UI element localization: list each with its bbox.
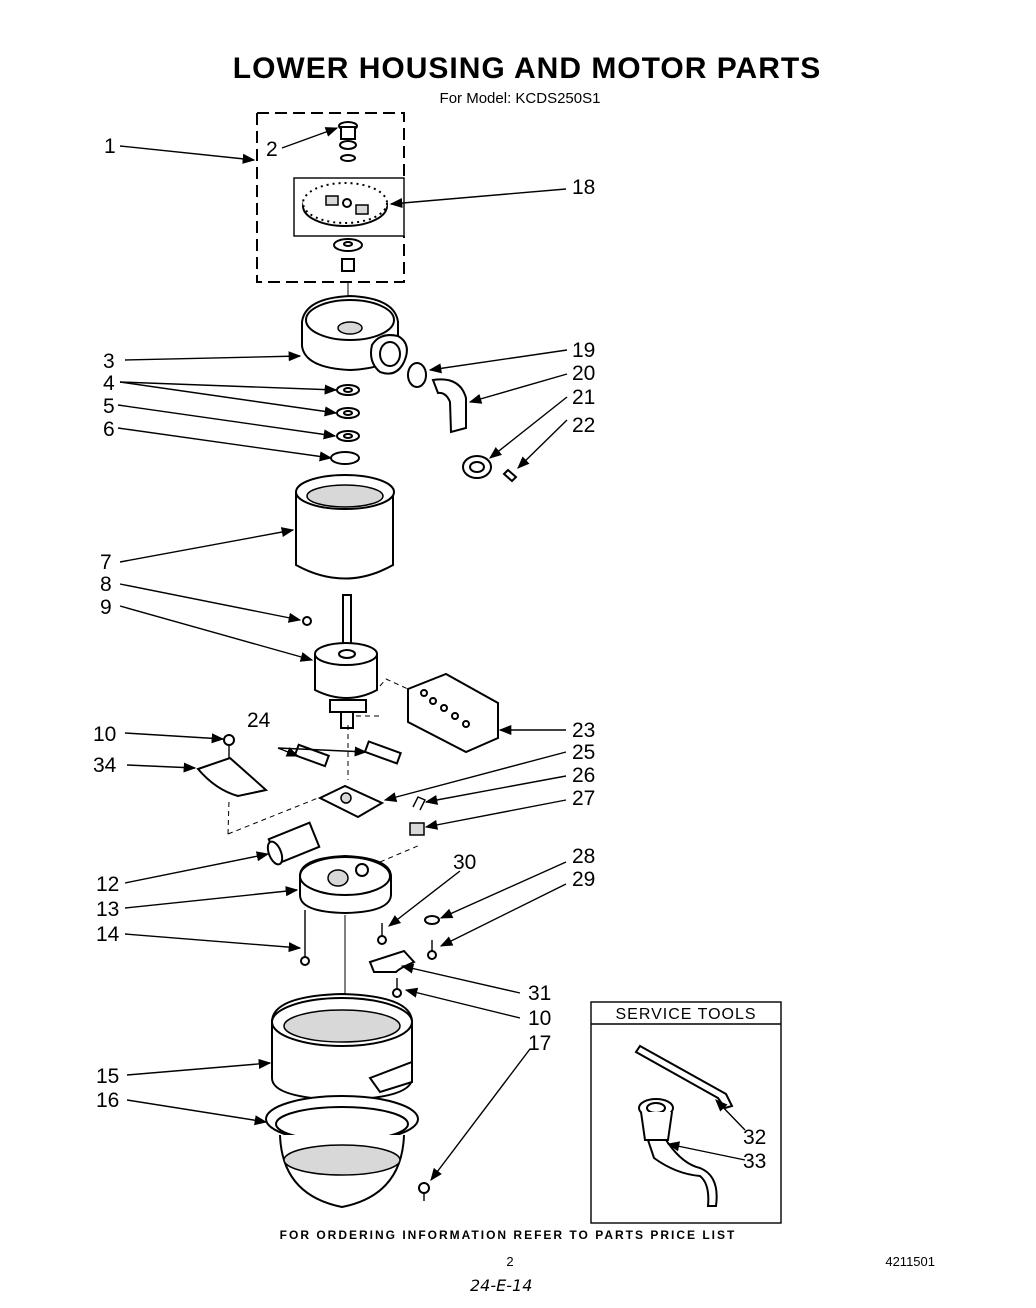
part-4-washers — [336, 384, 360, 396]
part-13-end-bell — [299, 854, 392, 915]
part-28-screw — [424, 915, 440, 925]
callout-34: 34 — [93, 754, 117, 777]
callout-12: 12 — [96, 873, 119, 896]
part-5-washer — [336, 407, 360, 419]
callout-2: 2 — [266, 138, 278, 161]
callout-4: 4 — [103, 372, 115, 395]
part-23-terminal-block — [356, 672, 499, 754]
callout-13: 13 — [96, 898, 119, 921]
part-21-flange — [462, 455, 492, 479]
part-14-bolt — [300, 910, 310, 966]
callout-33: 33 — [743, 1150, 766, 1173]
callout-7: 7 — [100, 551, 112, 574]
part-7-stator — [295, 474, 395, 580]
part-17-screw — [418, 1182, 430, 1201]
part-34-cover — [196, 756, 269, 798]
part-29-screw — [427, 940, 437, 960]
callout-17: 17 — [528, 1032, 551, 1055]
model-subtitle: For Model: KCDS250S1 — [440, 90, 601, 107]
callout-14: 14 — [96, 923, 120, 946]
part-22-screw — [502, 468, 518, 483]
callout-30: 30 — [453, 851, 476, 874]
callout-26: 26 — [572, 764, 595, 787]
callout-numbers: 1 2 18 3 4 5 6 19 20 21 22 7 8 9 10 24 2… — [93, 135, 595, 1112]
part-10-screw-lower — [392, 978, 402, 998]
leader-lines — [117, 127, 568, 1182]
callout-22: 22 — [572, 414, 595, 437]
callout-18: 18 — [572, 176, 595, 199]
callout-8: 8 — [100, 573, 112, 596]
callout-25: 25 — [572, 741, 595, 764]
part-8-clip — [302, 616, 312, 626]
part-12-capacitor — [266, 821, 321, 866]
part-33-jam-buster-tool — [638, 1098, 718, 1207]
callout-15: 15 — [96, 1065, 119, 1088]
part-30-screw — [377, 923, 387, 945]
callout-3: 3 — [103, 350, 115, 373]
part-2-nut — [338, 121, 358, 162]
handwritten-note: 24-E-14 — [470, 1276, 532, 1295]
part-1-group-box — [256, 112, 405, 283]
callout-19: 19 — [572, 339, 595, 362]
part-6-seal-ring — [330, 451, 360, 465]
callout-10-upper: 10 — [93, 723, 116, 746]
part-24-bushing-left — [293, 743, 331, 768]
part-24-bushing-right — [363, 740, 402, 765]
part-19-gasket — [407, 362, 427, 388]
part-18-plate — [302, 182, 388, 227]
part-26-clip — [412, 796, 426, 811]
part-1-lower-hardware — [333, 238, 363, 272]
part-15-shell — [271, 992, 413, 1102]
service-tools-title: SERVICE TOOLS — [615, 1006, 756, 1023]
part-18-box — [293, 177, 405, 237]
callout-5: 5 — [103, 395, 115, 418]
ordering-footer: FOR ORDERING INFORMATION REFER TO PARTS … — [280, 1228, 737, 1242]
part-25-switch — [317, 784, 385, 819]
callout-9: 9 — [100, 596, 112, 619]
callout-21: 21 — [572, 386, 595, 409]
callout-1: 1 — [104, 135, 116, 158]
callout-28: 28 — [572, 845, 595, 868]
page-number: 2 — [506, 1254, 513, 1269]
part-3-housing — [301, 294, 408, 375]
callout-29: 29 — [572, 868, 595, 891]
part-31-cover — [368, 949, 416, 973]
callout-16: 16 — [96, 1089, 119, 1112]
part-27-connector — [409, 822, 425, 836]
callout-23: 23 — [572, 719, 595, 742]
part-6-washer — [336, 430, 360, 442]
callout-10-lower: 10 — [528, 1007, 551, 1030]
part-16-base — [265, 1095, 419, 1209]
document-number: 4211501 — [885, 1254, 935, 1269]
part-20-elbow — [431, 378, 467, 434]
callout-31: 31 — [528, 982, 551, 1005]
callout-27: 27 — [572, 787, 595, 810]
callout-6: 6 — [103, 418, 115, 441]
service-tools-box: SERVICE TOOLS 32 33 — [590, 1001, 782, 1224]
page-title: LOWER HOUSING AND MOTOR PARTS — [233, 52, 821, 85]
callout-24: 24 — [247, 709, 271, 732]
callout-32: 32 — [743, 1126, 766, 1149]
part-9-rotor — [314, 594, 378, 729]
callout-20: 20 — [572, 362, 595, 385]
